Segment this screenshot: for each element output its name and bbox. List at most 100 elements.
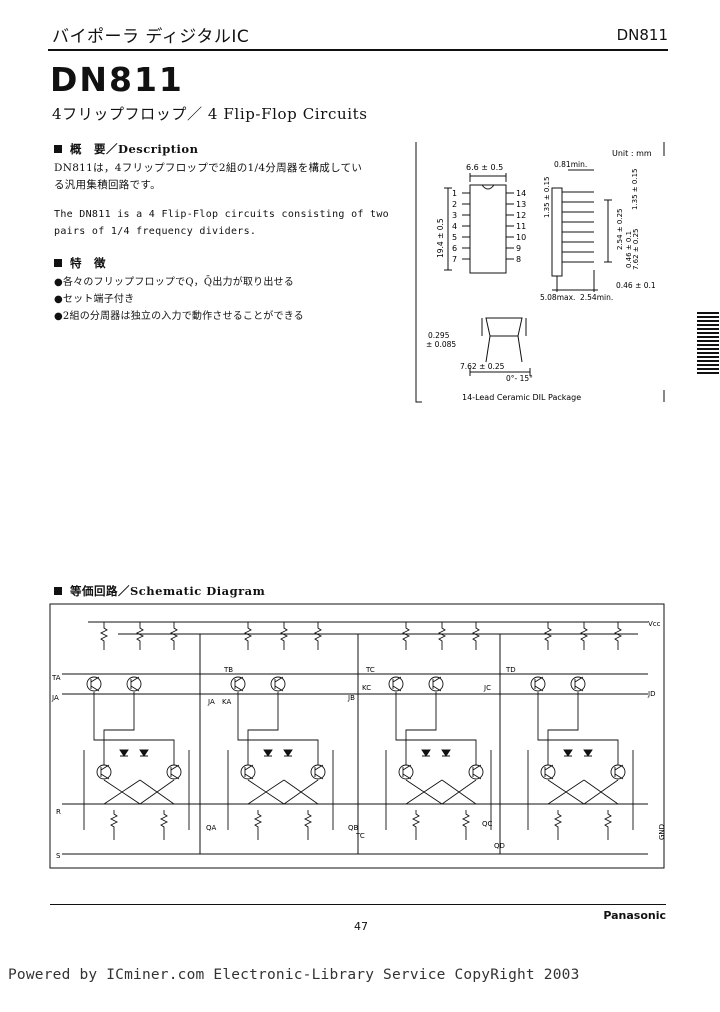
resistor <box>99 622 109 650</box>
transistor <box>270 676 286 692</box>
diode <box>283 749 293 757</box>
schematic-heading: 等価回路／Schematic Diagram <box>54 583 265 599</box>
description-jp-line: る汎用集積回路です。 <box>54 179 161 191</box>
package-drawing: Unit : mm 6.6 ± 0.5 0.81min. 1 2 3 4 5 6… <box>415 142 665 403</box>
transistor-leads <box>432 676 442 692</box>
dim-d1: 1.35 ± 0.15 <box>543 177 551 219</box>
transistor <box>240 764 256 780</box>
pin-number: 14 <box>516 189 526 198</box>
transistor-leads <box>544 764 554 780</box>
resistor <box>135 622 145 650</box>
pin-number: 3 <box>452 211 457 220</box>
description-jp-line: DN811は，4フリップフロップで2組の1/4分周器を構成してい <box>54 162 363 174</box>
powered-by-notice: Powered by ICminer.com Electronic-Librar… <box>8 967 580 983</box>
pin-number: 11 <box>516 222 526 231</box>
subtitle: 4フリップフロップ／ 4 Flip-Flop Circuits <box>52 105 368 123</box>
pin-number: 9 <box>516 244 521 253</box>
dim-d4: 0.46 ± 0.1 <box>625 231 633 268</box>
schematic-diagram: Vcc TA JA JA KA TB JB TC KC JC TD JD R S… <box>49 603 666 869</box>
resistor <box>253 810 263 840</box>
dim-side-tol: ± 0.085 <box>426 340 456 349</box>
resistor <box>411 810 421 840</box>
transistor-leads <box>534 676 544 692</box>
page-number: 47 <box>354 920 368 933</box>
description-heading: 概 要／Description <box>54 141 198 157</box>
label-tc: TC <box>365 666 375 674</box>
transistor-leads <box>90 676 100 692</box>
transistor <box>230 676 246 692</box>
description-en-line: The DN811 is a 4 Flip-Flop circuits cons… <box>54 209 389 220</box>
dim-side-t: 0.295 <box>428 331 450 340</box>
latch-wiring <box>103 779 175 805</box>
transistor <box>310 764 326 780</box>
label-ta: TA <box>51 674 61 682</box>
label-jc: JC <box>483 684 491 692</box>
diode <box>139 749 149 757</box>
label-ja-k: JA <box>207 698 215 706</box>
section-marker <box>54 259 62 267</box>
unit-label: Unit : mm <box>612 149 652 158</box>
pin-number: 8 <box>516 255 521 264</box>
feature-item: ●2組の分周器は独立の入力で動作させることができる <box>54 311 304 322</box>
transistor-leads <box>314 764 324 780</box>
pin-number: 2 <box>452 200 457 209</box>
section-marker <box>54 587 62 595</box>
wiring <box>83 692 190 830</box>
part-number-header: DN811 <box>616 26 668 44</box>
transistor-leads <box>130 676 140 692</box>
label-gnd: GND <box>658 824 666 840</box>
dim-side-w: 7.62 ± 0.25 <box>460 362 505 371</box>
feature-item: ●セット端子付き <box>54 294 135 305</box>
description-en: The DN811 is a 4 Flip-Flop circuits cons… <box>54 206 389 240</box>
diode <box>119 749 129 757</box>
transistor-leads <box>574 676 584 692</box>
resistor <box>169 622 179 650</box>
transistor <box>86 676 102 692</box>
pin-number: 12 <box>516 211 526 220</box>
label-td: TD <box>505 666 516 674</box>
label-kc: KC <box>362 684 371 692</box>
pin-number: 5 <box>452 233 457 242</box>
resistor <box>243 622 253 650</box>
package-caption: 14-Lead Ceramic DIL Package <box>462 393 581 402</box>
dim-d8: 0.46 ± 0.1 <box>616 281 656 290</box>
transistor-leads <box>614 764 624 780</box>
dim-length: 19.4 ± 0.5 <box>436 218 445 258</box>
latch-wiring <box>247 779 319 805</box>
features-list: ●各々のフリップフロップでQ，Q̄出力が取り出せる ●セット端子付き ●2組の分… <box>54 274 304 325</box>
resistor <box>613 622 623 650</box>
category-header: バイポーラ ディジタルIC <box>52 27 250 47</box>
footer-rule <box>50 904 666 905</box>
transistor <box>468 764 484 780</box>
brand-logo: Panasonic <box>603 909 666 922</box>
transistor <box>570 676 586 692</box>
resistor <box>159 810 169 840</box>
label-vcc: Vcc <box>648 620 661 628</box>
transistor-leads <box>100 764 110 780</box>
transistor <box>398 764 414 780</box>
diode <box>441 749 451 757</box>
transistor-leads <box>234 676 244 692</box>
dim-d5: 7.62 ± 0.25 <box>632 229 640 271</box>
label-s: S <box>56 852 61 860</box>
transistor <box>530 676 546 692</box>
transistor-leads <box>170 764 180 780</box>
description-jp: DN811は，4フリップフロップで2組の1/4分周器を構成してい る汎用集積回路… <box>54 160 362 194</box>
dim-d7: 2.54min. <box>580 293 613 302</box>
label-qa: QA <box>206 824 217 832</box>
resistor <box>471 622 481 650</box>
pin-number: 10 <box>516 233 526 242</box>
diode <box>583 749 593 757</box>
label-r: R <box>56 808 61 816</box>
transistor-leads <box>244 764 254 780</box>
resistor <box>401 622 411 650</box>
resistor <box>109 810 119 840</box>
pin-number: 7 <box>452 255 457 264</box>
transistor-leads <box>274 676 284 692</box>
diode <box>563 749 573 757</box>
transistor <box>96 764 112 780</box>
label-tb: TB <box>223 666 233 674</box>
header-rule <box>48 49 668 51</box>
resistor <box>437 622 447 650</box>
transistor <box>388 676 404 692</box>
